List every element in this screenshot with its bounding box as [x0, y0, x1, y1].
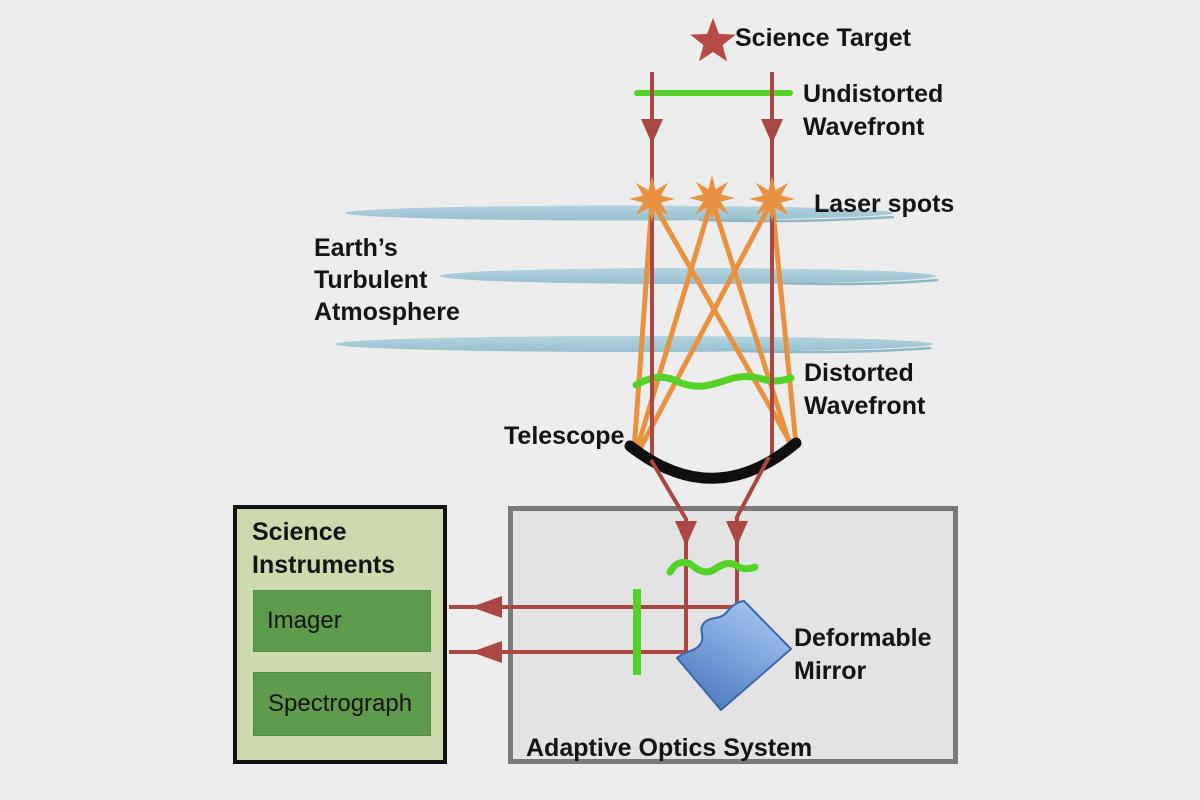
laser-spot-icon — [749, 176, 795, 222]
science-instruments-text-1: Science — [252, 518, 347, 546]
distorted-wavefront-label: Distorted Wavefront — [804, 357, 925, 423]
atmosphere-layer-3 — [335, 336, 933, 352]
left-arrowhead — [471, 641, 502, 663]
laser-spots-label: Laser spots — [814, 188, 954, 221]
atmosphere-layer-2-streak — [778, 278, 939, 286]
laser-beams — [631, 197, 799, 454]
laser-beam — [649, 198, 796, 450]
science-target-star-icon — [690, 18, 736, 62]
distorted-wavefront-text-1: Distorted — [804, 359, 914, 387]
deformable-mirror-label: Deformable Mirror — [794, 622, 932, 688]
laser-beam — [631, 198, 655, 454]
telescope-text: Telescope — [504, 422, 625, 450]
corrected-wavefront-line — [666, 558, 759, 576]
spectrograph-label: Spectrograph — [268, 690, 413, 717]
atmosphere-layer-3-streak — [738, 346, 932, 354]
beam-path — [649, 458, 688, 652]
output-beams — [449, 596, 737, 663]
atmosphere-text-3: Atmosphere — [314, 298, 460, 326]
undistorted-wavefront-text-2: Wavefront — [803, 113, 925, 141]
laser-beam — [709, 197, 793, 448]
left-arrowhead — [471, 596, 502, 618]
science-target-label: Science Target — [735, 22, 911, 55]
laser-spot-icon — [629, 176, 675, 222]
laser-beam — [769, 198, 799, 447]
undistorted-wavefront-text-1: Undistorted — [803, 80, 944, 108]
imager-box: Imager — [253, 590, 431, 652]
ao-system-label: Adaptive Optics System — [526, 732, 812, 765]
telescope-label: Telescope — [504, 420, 624, 453]
laser-beam — [634, 197, 715, 452]
down-arrowhead — [761, 119, 783, 144]
down-arrowhead — [726, 521, 748, 546]
down-arrowhead — [641, 119, 663, 144]
laser-beam — [638, 198, 775, 450]
atmosphere-layer-1-streak — [698, 215, 895, 223]
starlight-rays — [641, 72, 783, 460]
atmosphere-text-2: Turbulent — [314, 266, 428, 294]
laser-spots-text: Laser spots — [814, 190, 955, 218]
beam-path — [735, 456, 771, 608]
science-instruments-label: Science Instruments — [252, 516, 395, 582]
distorted-wavefront-line — [632, 373, 795, 390]
imager-label: Imager — [267, 607, 342, 634]
spectrograph-box: Spectrograph — [253, 672, 431, 736]
deformable-mirror-text-2: Mirror — [794, 657, 867, 685]
deformable-mirror-text-1: Deformable — [794, 624, 932, 652]
ao-system-text: Adaptive Optics System — [526, 734, 813, 762]
undistorted-wavefront-label: Undistorted Wavefront — [803, 78, 943, 144]
telescope-mirror — [624, 437, 802, 484]
atmosphere-layer-1 — [345, 205, 893, 221]
deformable-mirror-shape — [675, 599, 793, 712]
atmosphere-label: Earth’s Turbulent Atmosphere — [314, 232, 460, 328]
science-instruments-text-2: Instruments — [252, 551, 396, 579]
laser-spot-icon — [689, 175, 735, 221]
science-target-text: Science Target — [735, 24, 912, 52]
atmosphere-text-1: Earth’s — [314, 234, 398, 262]
down-arrowhead — [675, 521, 697, 546]
distorted-wavefront-text-2: Wavefront — [804, 392, 926, 420]
